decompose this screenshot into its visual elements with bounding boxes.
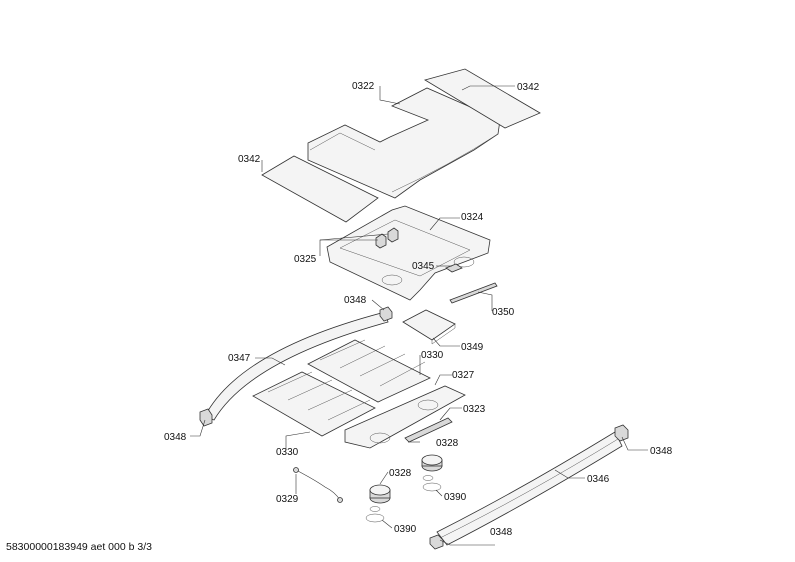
knob-left <box>369 484 391 504</box>
handle-bar-part <box>429 424 629 550</box>
ring-left <box>365 506 385 523</box>
cable-part <box>293 467 343 503</box>
callout-label: 0350 <box>492 307 515 318</box>
callout-label: 0390 <box>394 524 417 535</box>
tray-part <box>402 309 456 345</box>
callout-label: 0390 <box>444 492 467 503</box>
callout-label: 0327 <box>452 370 475 381</box>
callout-label: 0329 <box>276 494 299 505</box>
callout-label: 0330 <box>421 350 444 361</box>
callout-label: 0345 <box>412 261 435 272</box>
control-panel-part <box>344 385 466 449</box>
trim-bar-left <box>199 306 393 427</box>
callout-label: 0328 <box>389 468 412 479</box>
top-cover-part <box>307 87 501 199</box>
callout-label: 0325 <box>294 254 317 265</box>
glass-panel-upper <box>307 339 431 403</box>
callout-label: 0342 <box>517 82 540 93</box>
frame-plate-part <box>326 205 491 301</box>
callout-label: 0347 <box>228 353 251 364</box>
callout-label: 0348 <box>344 295 367 306</box>
ring-right <box>422 475 442 492</box>
callout-label: 0322 <box>352 81 375 92</box>
insulation-sheet-right <box>423 68 541 129</box>
glass-panel-lower <box>252 371 376 437</box>
document-id-footer: 58300000183949 aet 000 b 3/3 <box>6 541 152 553</box>
callout-label: 0348 <box>650 446 673 457</box>
leader-lines <box>190 85 648 546</box>
callout-label: 0349 <box>461 342 484 353</box>
callout-label: 0348 <box>164 432 187 443</box>
callout-label: 0324 <box>461 212 484 223</box>
bracket-part <box>445 263 463 273</box>
display-module-part <box>404 417 453 443</box>
insulation-sheet-left <box>261 155 379 223</box>
callout-label: 0348 <box>490 527 513 538</box>
callout-labels: 0322 0342 0342 0324 0325 0345 0348 0350 … <box>164 81 673 538</box>
callout-label: 0330 <box>276 447 299 458</box>
callout-label: 0323 <box>463 404 486 415</box>
callout-label: 0346 <box>587 474 610 485</box>
callout-label: 0328 <box>436 438 459 449</box>
callout-label: 0342 <box>238 154 261 165</box>
knob-right <box>421 454 443 472</box>
strip-part <box>449 282 498 304</box>
